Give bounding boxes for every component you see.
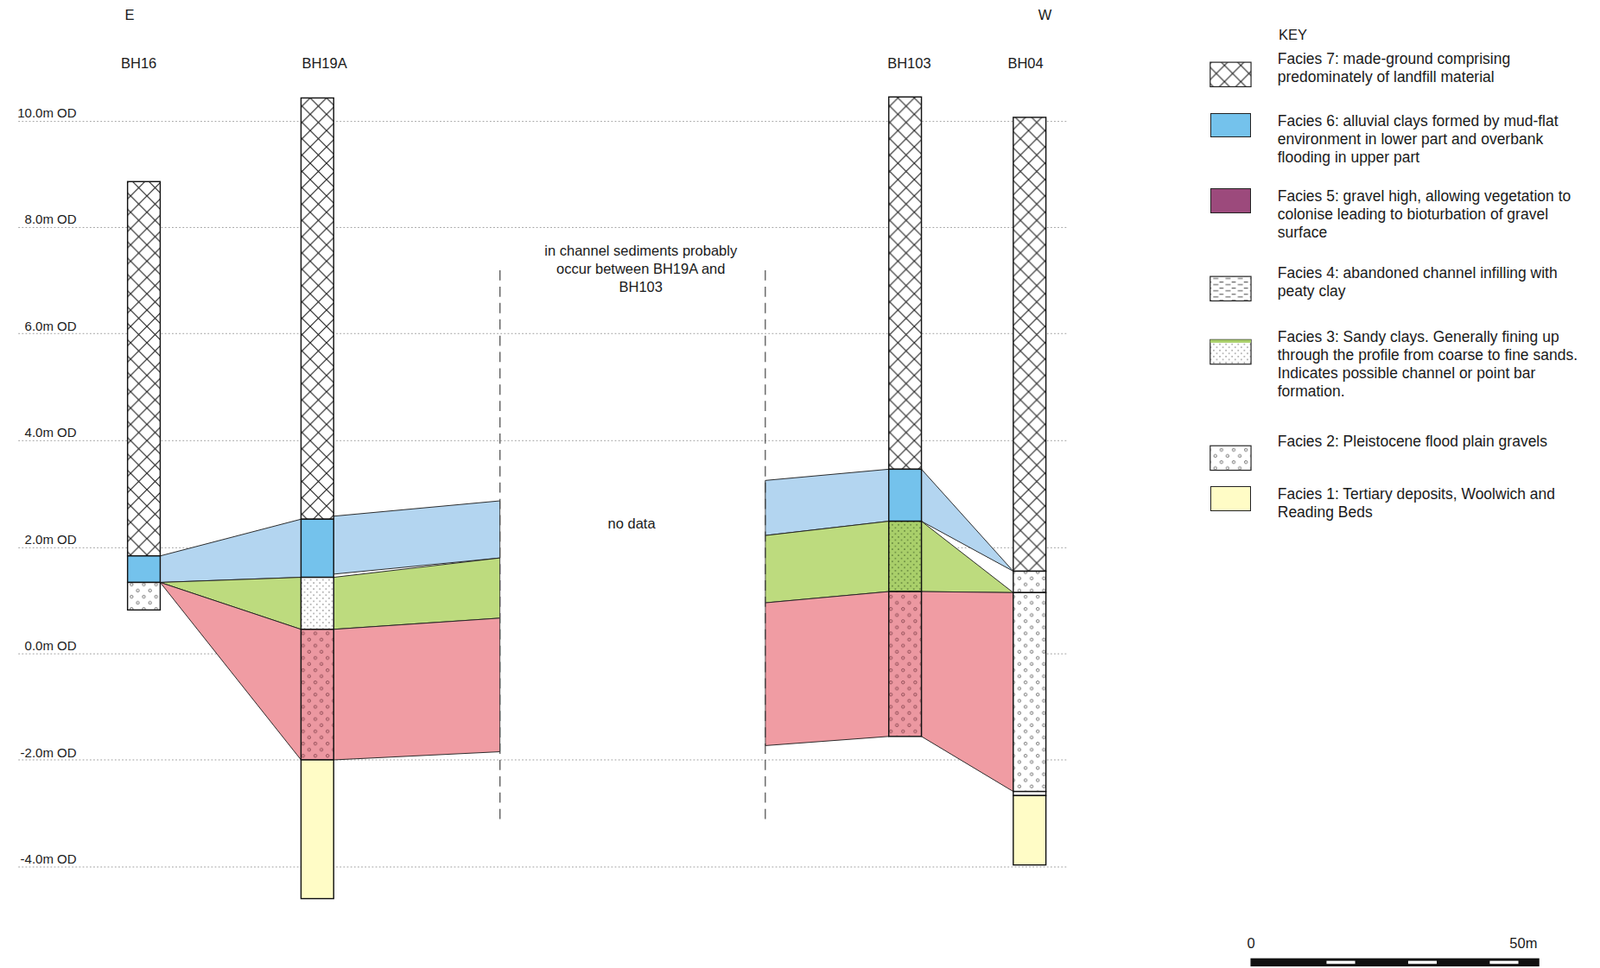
legend-item: Facies 3: Sandy clays. Generally fining … bbox=[1277, 328, 1586, 401]
level-label: -2.0m OD bbox=[20, 743, 77, 762]
borehole-name: BH04 bbox=[1007, 54, 1043, 73]
legend-item: Facies 1: Tertiary deposits, Woolwich an… bbox=[1277, 485, 1586, 522]
legend-item: Facies 4: abandoned channel infilling wi… bbox=[1277, 264, 1586, 301]
borehole-name: BH19A bbox=[301, 54, 347, 73]
legend-text: Facies 6: alluvial clays formed by mud-f… bbox=[1277, 112, 1586, 167]
legend-item: Facies 5: gravel high, allowing vegetati… bbox=[1277, 187, 1586, 242]
level-label: 10.0m OD bbox=[17, 103, 77, 122]
scale-label: 0 bbox=[1246, 934, 1255, 953]
level-label: 0.0m OD bbox=[25, 636, 77, 655]
direction-label: E bbox=[124, 6, 134, 25]
direction-label: W bbox=[1038, 6, 1053, 25]
level-label: 4.0m OD bbox=[25, 423, 77, 442]
legend-swatch bbox=[1210, 188, 1251, 213]
legend-text: Facies 3: Sandy clays. Generally fining … bbox=[1277, 328, 1586, 401]
legend-swatch bbox=[1210, 486, 1251, 511]
legend-text: Facies 2: Pleistocene flood plain gravel… bbox=[1277, 432, 1586, 451]
note-text: no data bbox=[608, 514, 656, 534]
scale-label: 50m bbox=[1509, 934, 1537, 953]
level-label: 8.0m OD bbox=[25, 209, 77, 229]
level-label: 2.0m OD bbox=[25, 530, 77, 549]
legend-text: Facies 4: abandoned channel infilling wi… bbox=[1277, 264, 1586, 301]
legend-item: Facies 7: made-ground comprising predomi… bbox=[1277, 50, 1586, 87]
legend-text: Facies 5: gravel high, allowing vegetati… bbox=[1277, 187, 1586, 242]
note-text: in channel sediments probably occur betw… bbox=[539, 241, 743, 297]
level-label: 6.0m OD bbox=[25, 317, 77, 336]
borehole-name: BH103 bbox=[887, 54, 931, 73]
legend-swatch bbox=[1210, 113, 1251, 138]
legend-item: Facies 2: Pleistocene flood plain gravel… bbox=[1277, 432, 1586, 451]
level-label: -4.0m OD bbox=[20, 850, 77, 869]
legend-text: Facies 7: made-ground comprising predomi… bbox=[1277, 50, 1586, 87]
legend-item: Facies 6: alluvial clays formed by mud-f… bbox=[1277, 112, 1586, 167]
borehole-name: BH16 bbox=[120, 54, 157, 73]
legend-heading: KEY bbox=[1278, 25, 1308, 45]
legend-text: Facies 1: Tertiary deposits, Woolwich an… bbox=[1277, 485, 1586, 522]
